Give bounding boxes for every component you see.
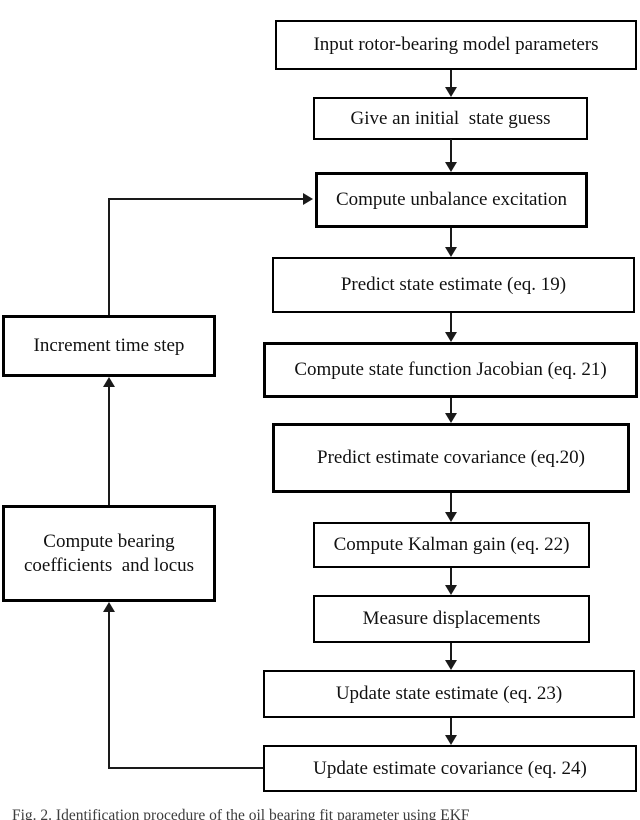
connector-5 bbox=[450, 398, 452, 413]
box-update-state-estimate: Update state estimate (eq. 23) bbox=[263, 670, 635, 718]
feedback-top-horizontal bbox=[108, 198, 305, 200]
arrow-right-icon bbox=[303, 193, 313, 205]
connector-6 bbox=[450, 493, 452, 512]
box-compute-bearing-coefficients: Compute bearing coefficients and locus bbox=[2, 505, 216, 602]
box-compute-unbalance-excitation: Compute unbalance excitation bbox=[315, 172, 588, 228]
arrow-down-icon bbox=[445, 512, 457, 522]
connector-9 bbox=[450, 718, 452, 735]
box-measure-displacements: Measure displacements bbox=[313, 595, 590, 643]
arrow-up-icon bbox=[103, 602, 115, 612]
feedback-bottom-vertical bbox=[108, 612, 110, 768]
feedback-mid-vertical bbox=[108, 387, 110, 505]
connector-4 bbox=[450, 313, 452, 332]
box-initial-state-guess: Give an initial state guess bbox=[313, 97, 588, 140]
arrow-up-icon bbox=[103, 377, 115, 387]
arrow-down-icon bbox=[445, 162, 457, 172]
arrow-down-icon bbox=[445, 413, 457, 423]
connector-7 bbox=[450, 568, 452, 585]
box-predict-estimate-covariance: Predict estimate covariance (eq.20) bbox=[272, 423, 630, 493]
arrow-down-icon bbox=[445, 247, 457, 257]
connector-3 bbox=[450, 228, 452, 247]
connector-2 bbox=[450, 139, 452, 162]
arrow-down-icon bbox=[445, 585, 457, 595]
arrow-down-icon bbox=[445, 735, 457, 745]
arrow-down-icon bbox=[445, 660, 457, 670]
connector-8 bbox=[450, 643, 452, 660]
box-predict-state-estimate: Predict state estimate (eq. 19) bbox=[272, 257, 635, 313]
box-update-estimate-covariance: Update estimate covariance (eq. 24) bbox=[263, 745, 637, 792]
arrow-down-icon bbox=[445, 87, 457, 97]
box-increment-time-step: Increment time step bbox=[2, 315, 216, 377]
box-compute-kalman-gain: Compute Kalman gain (eq. 22) bbox=[313, 522, 590, 568]
feedback-bottom-horizontal bbox=[108, 767, 263, 769]
feedback-top-vertical bbox=[108, 198, 110, 315]
connector-1 bbox=[450, 70, 452, 87]
box-input-model-parameters: Input rotor-bearing model parameters bbox=[275, 20, 637, 70]
figure-caption: Fig. 2. Identification procedure of the … bbox=[12, 807, 470, 820]
arrow-down-icon bbox=[445, 332, 457, 342]
box-compute-state-jacobian: Compute state function Jacobian (eq. 21) bbox=[263, 342, 638, 398]
